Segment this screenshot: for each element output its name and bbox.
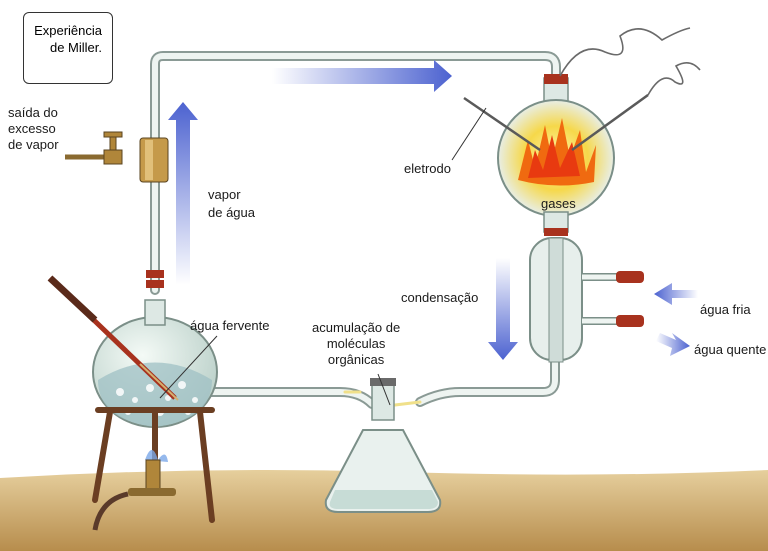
- glass-tubing: [150, 51, 561, 409]
- pointer-boiling: [159, 335, 218, 399]
- pointer-accumulation: [377, 373, 391, 406]
- title-box: Experiência de Miller.: [23, 12, 113, 84]
- condenser: [529, 237, 644, 363]
- bunsen-burner: [92, 450, 176, 531]
- stopper-left-upper: [146, 270, 164, 278]
- steam-outlet-valve: [65, 131, 169, 183]
- label-accumulation: acumulação de moléculas orgânicas: [312, 320, 400, 368]
- label-steam-outlet: saída do excesso de vapor: [8, 105, 59, 153]
- label-water-vapor-1: vapor: [208, 187, 241, 202]
- label-steam-outlet-2: excesso: [8, 121, 56, 136]
- label-accumulation-2: moléculas: [326, 336, 386, 351]
- title-line-1: Experiência: [34, 23, 102, 38]
- label-steam-outlet-3: de vapor: [8, 137, 59, 152]
- electrode-wires: [559, 27, 701, 96]
- arrow-hot-water: [656, 333, 690, 356]
- heating-rod: [47, 275, 179, 401]
- label-steam-outlet-1: saída do: [8, 105, 58, 120]
- label-gases: gases: [541, 196, 576, 211]
- label-accumulation-3: orgânicas: [327, 352, 385, 367]
- collection-flask: [324, 378, 442, 513]
- label-boiling-water: água fervente: [190, 318, 270, 333]
- arrow-top-right: [272, 60, 452, 92]
- pointer-electrode: [451, 107, 487, 161]
- tripod: [92, 407, 215, 523]
- title-line-2: de Miller.: [49, 40, 102, 55]
- arrow-vapor-up: [168, 102, 198, 285]
- label-cold-water: água fria: [700, 302, 751, 317]
- stopper-left-lower: [146, 280, 164, 288]
- spark-chamber: [463, 74, 649, 236]
- arrow-condensation-down: [488, 258, 518, 360]
- label-electrode: eletrodo: [404, 161, 451, 176]
- label-condensation: condensação: [401, 290, 479, 305]
- label-water-vapor: vapor de água: [208, 186, 255, 222]
- label-accumulation-1: acumulação de: [312, 320, 401, 335]
- label-hot-water: água quente: [694, 342, 767, 357]
- label-water-vapor-2: de água: [208, 205, 255, 220]
- arrow-cold-water: [654, 283, 698, 305]
